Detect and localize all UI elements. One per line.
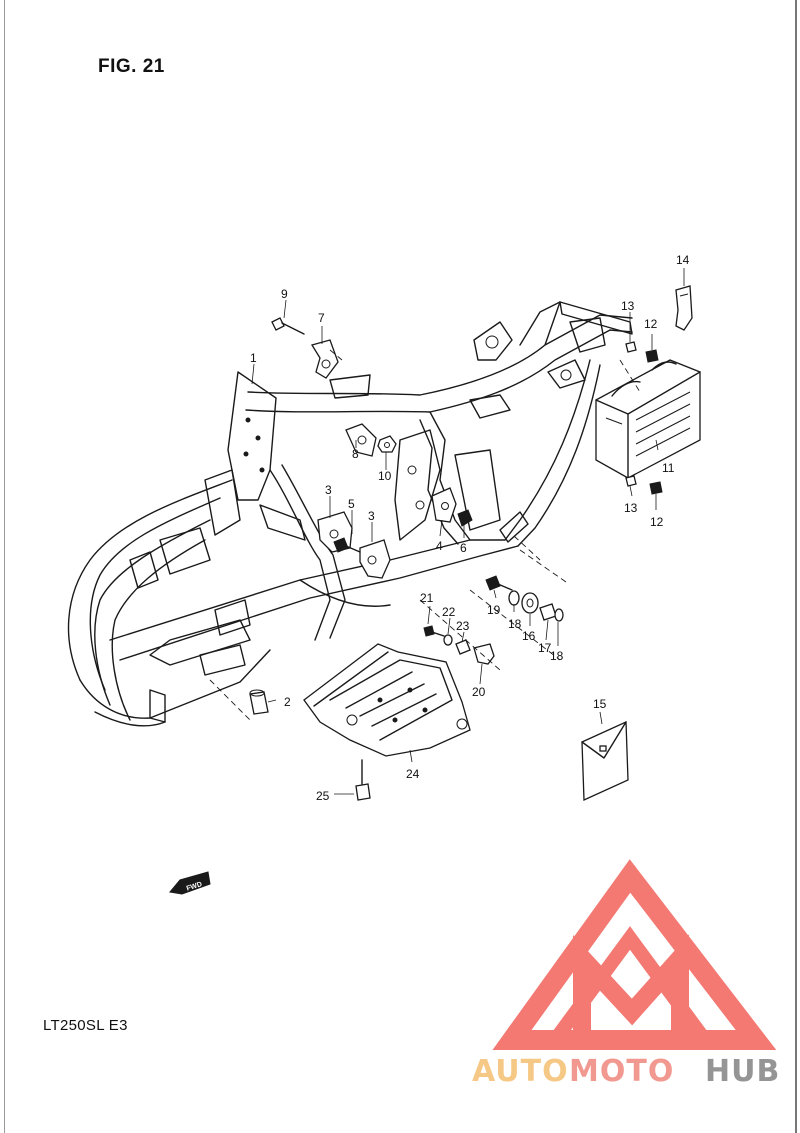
callout-18b: 18 (550, 649, 564, 663)
part-9-bolt (271, 317, 305, 335)
callout-15: 15 (593, 697, 607, 711)
part-2-collar (249, 689, 269, 715)
part-5-bolt (333, 537, 361, 553)
assembly-dash-lines (209, 349, 641, 721)
callout-10: 10 (378, 469, 392, 483)
callout-6: 6 (460, 541, 467, 555)
part-13-grommet-upper (625, 341, 637, 353)
callout-14: 14 (676, 253, 690, 267)
part-7-clamp (310, 339, 339, 379)
part-12-screw-upper (645, 349, 659, 363)
callout-16: 16 (522, 629, 536, 643)
callout-5: 5 (348, 497, 355, 511)
callout-11: 11 (662, 461, 675, 475)
part-14-strap (675, 285, 693, 331)
watermark-text-auto: AUTO (472, 1054, 569, 1089)
watermark-logo: AUTO MOTO HUB (472, 859, 780, 1089)
part-3-bracket-b (359, 539, 391, 579)
part-25-bolt (355, 759, 371, 801)
part-4-bracket (431, 487, 457, 523)
watermark-text-hub: HUB (705, 1054, 780, 1089)
callout-12a: 12 (644, 317, 658, 331)
part-12-screw-lower (649, 481, 663, 495)
part-16-bush (521, 592, 539, 614)
leader-lines (251, 268, 685, 795)
callout-19: 19 (487, 603, 501, 617)
callout-21: 21 (420, 591, 434, 605)
part-15-tool-bag (581, 721, 629, 801)
watermark-m-icon (573, 934, 689, 1034)
figure-title: FIG. 21 (98, 56, 165, 77)
callout-12b: 12 (650, 515, 664, 529)
part-11-tool-box (595, 359, 701, 479)
callout-numbers: 1 2 3 3 4 5 6 7 8 9 10 11 12 12 13 13 14… (250, 253, 690, 803)
callout-17: 17 (538, 641, 552, 655)
part-20-clip (473, 643, 495, 665)
watermark-text-moto: MOTO (569, 1054, 674, 1089)
callout-7: 7 (318, 311, 325, 325)
callout-24: 24 (406, 767, 420, 781)
model-code: LT250SL E3 (43, 1017, 128, 1034)
callout-20: 20 (472, 685, 486, 699)
callout-18a: 18 (508, 617, 522, 631)
fwd-label: FWD (186, 881, 203, 893)
part-10-nut (377, 435, 397, 453)
part-21-bolt (423, 625, 445, 637)
part-17-collar (539, 603, 557, 621)
callout-9: 9 (281, 287, 288, 301)
part-13-grommet-lower (625, 475, 637, 487)
part-23-collar (455, 639, 471, 655)
callout-3b: 3 (368, 509, 375, 523)
part-19-bolt (485, 575, 513, 591)
frame-drawing (67, 301, 633, 727)
callout-23: 23 (456, 619, 470, 633)
part-8-bracket (345, 423, 377, 457)
part-18-washer-b (554, 608, 564, 622)
part-18-washer-a (508, 590, 520, 606)
callout-1: 1 (250, 351, 257, 365)
callout-13a: 13 (621, 299, 635, 313)
watermark-triangle-icon (492, 859, 777, 1050)
fwd-arrow: FWD (169, 871, 211, 895)
callout-13b: 13 (624, 501, 638, 515)
callout-2: 2 (284, 695, 291, 709)
callout-3a: 3 (325, 483, 332, 497)
callout-25: 25 (316, 789, 330, 803)
callout-22: 22 (442, 605, 456, 619)
callout-8: 8 (352, 447, 359, 461)
part-22-washer (443, 634, 453, 646)
page-border (4, 0, 797, 1133)
part-6-nut (457, 509, 473, 527)
callout-4: 4 (436, 539, 443, 553)
part-24-skid-plate (303, 643, 471, 757)
